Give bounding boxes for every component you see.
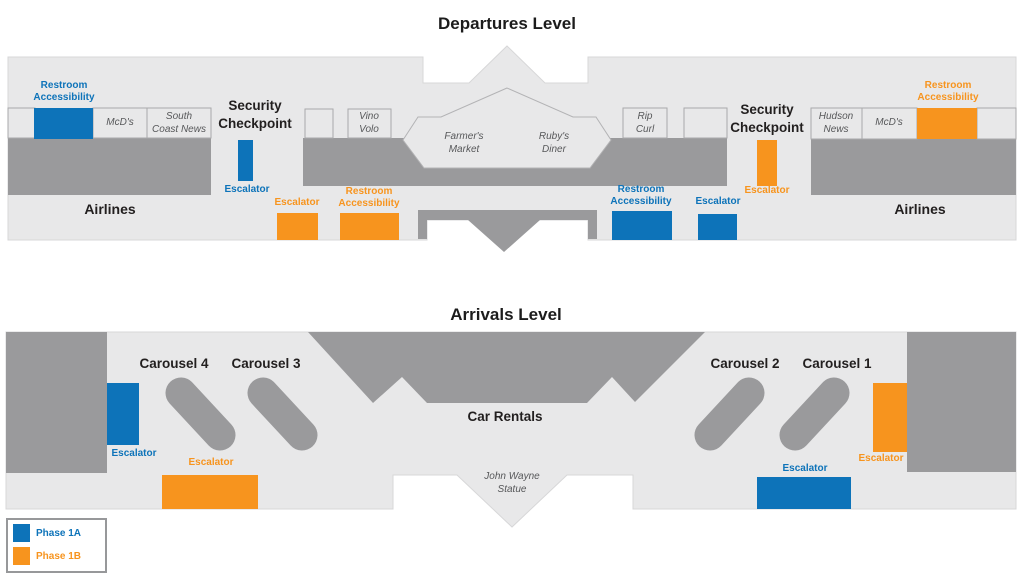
arrivals-block-left bbox=[6, 332, 107, 473]
restroom-label-line1: Restroom bbox=[345, 186, 393, 197]
shop-box-empty-left bbox=[7, 107, 36, 139]
restroom-label-line2: Accessibility bbox=[610, 195, 672, 207]
farmers-line2: Market bbox=[448, 143, 480, 155]
departures-title: Departures Level bbox=[438, 14, 576, 33]
store-label-rip-curl: Rip Curl bbox=[623, 111, 667, 136]
escalator-marker-blue-security-left bbox=[238, 140, 253, 181]
store-label-south-coast-news: South Coast News bbox=[147, 111, 211, 136]
legend-label-phase-1a: Phase 1A bbox=[36, 528, 82, 539]
entrance-arrow bbox=[468, 220, 540, 252]
store-label-farmers-market: Farmer's Market bbox=[429, 131, 499, 156]
shop-box-rip-curl bbox=[622, 107, 668, 139]
restroom-accessibility-label-orange-right: Restroom Accessibility bbox=[908, 80, 988, 104]
store-label-vino-volo: Vino Volo bbox=[347, 111, 391, 136]
departures-corridor-right bbox=[811, 139, 1016, 195]
arrivals-center-structure bbox=[308, 332, 705, 403]
restroom-label-line2: Accessibility bbox=[33, 91, 95, 103]
shop-box-vino-volo bbox=[347, 108, 392, 139]
rubys-line1: Ruby's bbox=[538, 131, 570, 142]
store-label-mcds-right: McD's bbox=[875, 117, 903, 128]
escalator-label-blue-arrivals-right: Escalator bbox=[782, 463, 828, 474]
farmers-line1: Farmer's bbox=[444, 131, 484, 142]
shop-box-empty-right bbox=[976, 107, 1017, 140]
escalator-label-blue-arrivals-left: Escalator bbox=[111, 448, 157, 459]
store-label-mcds-left: McD's bbox=[106, 117, 134, 128]
restroom-label-line1: Restroom bbox=[617, 184, 665, 195]
rubys-line2: Diner bbox=[542, 143, 566, 155]
escalator-marker-blue-mid-right bbox=[698, 214, 737, 240]
shop-box-empty-midright bbox=[683, 107, 728, 139]
legend-swatch-phase-1a bbox=[13, 524, 30, 542]
carousel-1-shape bbox=[779, 377, 850, 451]
security-line2: Checkpoint bbox=[730, 119, 804, 135]
carousel-2-shape bbox=[694, 377, 765, 451]
car-rentals-label: Car Rentals bbox=[467, 409, 543, 424]
arrivals-block-right bbox=[907, 332, 1016, 472]
restroom-marker-orange-mid bbox=[340, 213, 399, 240]
escalator-label-orange-arrivals-right: Escalator bbox=[858, 453, 904, 464]
restroom-marker-blue-left bbox=[34, 108, 93, 139]
security-line1: Security bbox=[740, 102, 794, 117]
shop-box-mcds-right bbox=[861, 107, 918, 140]
security-checkpoint-label-right: Security Checkpoint bbox=[717, 101, 817, 136]
security-checkpoint-label-left: Security Checkpoint bbox=[205, 97, 305, 132]
restroom-marker-blue-right bbox=[612, 211, 672, 240]
restroom-label-line2: Accessibility bbox=[338, 197, 400, 209]
entrance-leg-right bbox=[588, 220, 597, 239]
escalator-marker-orange-arrivals-left bbox=[162, 475, 258, 509]
security-line1: Security bbox=[228, 98, 282, 113]
legend-label-phase-1b: Phase 1B bbox=[36, 551, 82, 562]
shop-box-empty-midleft bbox=[304, 108, 334, 139]
restroom-accessibility-label-blue-left: Restroom Accessibility bbox=[24, 80, 104, 104]
restroom-label-line1: Restroom bbox=[40, 80, 88, 91]
arrivals-title: Arrivals Level bbox=[450, 305, 562, 324]
escalator-marker-orange-arrivals-right bbox=[873, 383, 907, 452]
vino-line2: Volo bbox=[359, 123, 379, 135]
restroom-label-line1: Restroom bbox=[924, 80, 972, 91]
legend-swatch-phase-1b bbox=[13, 547, 30, 565]
vino-line1: Vino bbox=[359, 111, 379, 122]
escalator-label-orange-security-right: Escalator bbox=[744, 185, 790, 196]
security-line2: Checkpoint bbox=[218, 115, 292, 131]
jw-line2: Statue bbox=[497, 483, 527, 495]
entrance-bar bbox=[418, 210, 597, 220]
restroom-accessibility-label-blue-right: Restroom Accessibility bbox=[601, 184, 681, 208]
food-court-outline bbox=[402, 87, 612, 169]
ripcurl-line1: Rip bbox=[637, 111, 653, 122]
carousel-1-label: Carousel 1 bbox=[802, 356, 872, 371]
restroom-accessibility-label-orange-mid: Restroom Accessibility bbox=[329, 186, 409, 210]
scn-line1: South bbox=[165, 111, 193, 122]
restroom-label-line2: Accessibility bbox=[917, 91, 979, 103]
ripcurl-line2: Curl bbox=[635, 123, 655, 135]
airlines-label-right: Airlines bbox=[894, 201, 946, 217]
restroom-marker-orange-right bbox=[917, 108, 977, 139]
hudson-line2: News bbox=[823, 123, 849, 135]
escalator-label-blue-mid-right: Escalator bbox=[695, 196, 741, 207]
carousel-3-label: Carousel 3 bbox=[231, 356, 301, 371]
escalator-marker-orange-mid bbox=[277, 213, 318, 240]
escalator-label-orange-mid: Escalator bbox=[274, 197, 320, 208]
escalator-marker-blue-arrivals-left bbox=[107, 383, 139, 445]
escalator-marker-orange-security-right bbox=[757, 140, 777, 186]
hudson-line1: Hudson bbox=[818, 111, 854, 122]
shop-box-south-coast-news bbox=[146, 107, 212, 139]
carousel-4-shape bbox=[165, 377, 236, 451]
scn-line2: Coast News bbox=[152, 123, 206, 135]
john-wayne-statue-label: John Wayne Statue bbox=[467, 471, 557, 496]
airlines-label-left: Airlines bbox=[84, 201, 136, 217]
entrance-leg-left bbox=[418, 220, 427, 239]
carousel-2-label: Carousel 2 bbox=[710, 356, 780, 371]
carousel-4-label: Carousel 4 bbox=[139, 356, 209, 371]
store-label-hudson-news: Hudson News bbox=[810, 111, 862, 136]
departures-corridor-left bbox=[8, 138, 211, 195]
escalator-marker-blue-arrivals-right bbox=[757, 477, 851, 509]
store-label-rubys-diner: Ruby's Diner bbox=[524, 131, 584, 156]
jw-line1: John Wayne bbox=[484, 471, 540, 482]
escalator-label-blue-security-left: Escalator bbox=[224, 184, 270, 195]
shop-box-mcds-left bbox=[92, 107, 148, 139]
carousel-3-shape bbox=[247, 377, 318, 451]
escalator-label-orange-arrivals-left: Escalator bbox=[188, 457, 234, 468]
